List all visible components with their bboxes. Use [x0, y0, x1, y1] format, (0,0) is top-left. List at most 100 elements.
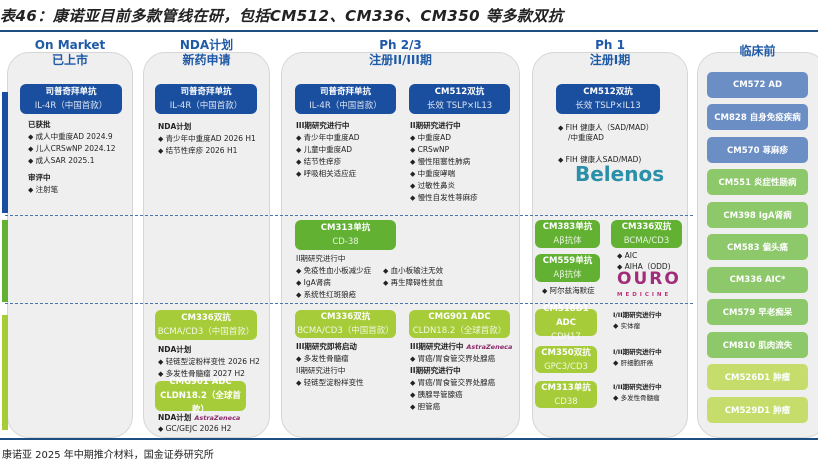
status-label: 审评中	[28, 173, 51, 182]
indication: 胃癌/胃食管交界处腺癌	[410, 353, 496, 365]
indication: 轻链型淀粉样变性	[296, 377, 364, 389]
status-label: 已获批	[28, 120, 51, 129]
indication: 多发性骨髓瘤 2027 H2	[158, 368, 245, 380]
indication: 再生障碍性贫血	[383, 277, 444, 289]
indication: 实体瘤	[613, 320, 641, 332]
indication: AIHA（ODD)	[617, 261, 671, 273]
indication: FIH 健康人SAD/MAD)	[558, 154, 642, 166]
indication: 儿童中重度AD	[296, 144, 352, 156]
preclinical-item: CM551 炎症性肠病	[707, 169, 808, 195]
drug-card: CM512双抗长效 TSLP×IL13	[556, 84, 660, 114]
indication: IgA肾病	[296, 277, 331, 289]
preclinical-item: CM579 早老痴呆	[707, 299, 808, 325]
indication: 多发性骨髓瘤	[613, 392, 660, 404]
indication: 慢性阻塞性肺病	[410, 156, 471, 168]
indication: 呼吸相关适应症	[296, 168, 357, 180]
footer-divider	[0, 438, 818, 440]
category-bar-green	[2, 220, 8, 302]
category-bar-lightgreen	[2, 315, 8, 430]
status-label: I/II期研究进行中	[613, 348, 662, 356]
indication: 胃癌/胃食管交界处腺癌	[410, 377, 496, 389]
indication: GC/GEJC 2026 H2	[158, 423, 232, 435]
indication: 轻链型淀粉样变性 2026 H2	[158, 356, 260, 368]
indication: 青少年中重度AD	[296, 132, 360, 144]
indication: 青少年中重度AD 2026 H1	[158, 133, 256, 145]
indication: 血小板输注无效	[383, 265, 444, 277]
preclinical-item: CM398 IgA肾病	[707, 202, 808, 228]
column-header-preclinical: 临床前	[739, 44, 776, 58]
title-divider	[0, 30, 818, 32]
indication: AIC	[617, 250, 638, 262]
indication: FIH 健康人（SAD/MAD）	[558, 122, 654, 134]
preclinical-item: CM583 偏头痛	[707, 234, 808, 260]
indication: 免疫性血小板减少症	[296, 265, 372, 277]
astrazeneca-logo: AstraZeneca	[194, 414, 241, 422]
preclinical-item: CM828 自身免疫疾病	[707, 104, 808, 130]
indication: 胰腺导管腺癌	[410, 389, 463, 401]
astrazeneca-logo: AstraZeneca	[466, 343, 513, 351]
source-footer: 康诺亚 2025 年中期推介材料，国金证券研究所	[2, 450, 214, 461]
status-label: NDA计划	[158, 345, 192, 354]
indication: 结节性痒疹	[296, 156, 342, 168]
status-label: II期研究进行中	[296, 366, 346, 375]
indication: 肝细胞肝癌	[613, 357, 654, 369]
column-header-nda: NDA计划新药申请	[179, 38, 234, 67]
preclinical-item: CM570 荨麻疹	[707, 137, 808, 163]
indication: 中重度哮喘	[410, 168, 456, 180]
indication: 系统性红斑狼疮	[296, 289, 357, 301]
figure-title: 表46：康诺亚目前多款管线在研，包括CM512、CM336、CM350 等多款双…	[0, 7, 564, 25]
indication: 阿尔兹海默症	[542, 285, 595, 297]
preclinical-item: CM336 AIC*	[707, 267, 808, 293]
preclinical-item: CM810 肌肉流失	[707, 332, 808, 358]
status-label: I/II期研究进行中	[613, 383, 662, 391]
row-divider	[5, 215, 693, 216]
status-label: II期研究进行中	[410, 121, 461, 130]
indication: 结节性痒疹 2026 H1	[158, 145, 238, 157]
preclinical-item: CM572 AD	[707, 72, 808, 98]
category-bar-blue	[2, 92, 8, 213]
indication: /中重度AD	[568, 133, 604, 142]
status-label: III期研究进行中	[296, 121, 350, 130]
status-label: II期研究进行中	[296, 254, 346, 263]
status-label: NDA计划	[158, 122, 192, 131]
indication: 胆管癌	[410, 401, 441, 413]
belenos-logo: Belenos	[575, 162, 665, 186]
indication: 慢性自发性荨麻疹	[410, 192, 478, 204]
status-label: II期研究进行中	[410, 366, 461, 375]
preclinical-item: CM529D1 肿瘤	[707, 397, 808, 423]
indication: 中重度AD	[410, 132, 451, 144]
panel-market	[7, 52, 133, 438]
indication: 儿人CRSwNP 2024.12	[28, 143, 116, 155]
indication: 过敏性鼻炎	[410, 180, 456, 192]
indication: 注射笔	[28, 184, 59, 196]
indication: CRSwNP	[410, 144, 449, 156]
row-divider	[5, 303, 693, 304]
indication: 成人中重度AD 2024.9	[28, 131, 113, 143]
preclinical-item: CM526D1 肿瘤	[707, 364, 808, 390]
drug-card: CM512双抗长效 TSLP×IL13	[409, 84, 510, 114]
indication: 多发性骨髓瘤	[296, 353, 349, 365]
status-label: I/II期研究进行中	[613, 311, 662, 319]
indication: 成人SAR 2025.1	[28, 155, 95, 167]
status-label: III期研究即将启动	[296, 342, 357, 351]
